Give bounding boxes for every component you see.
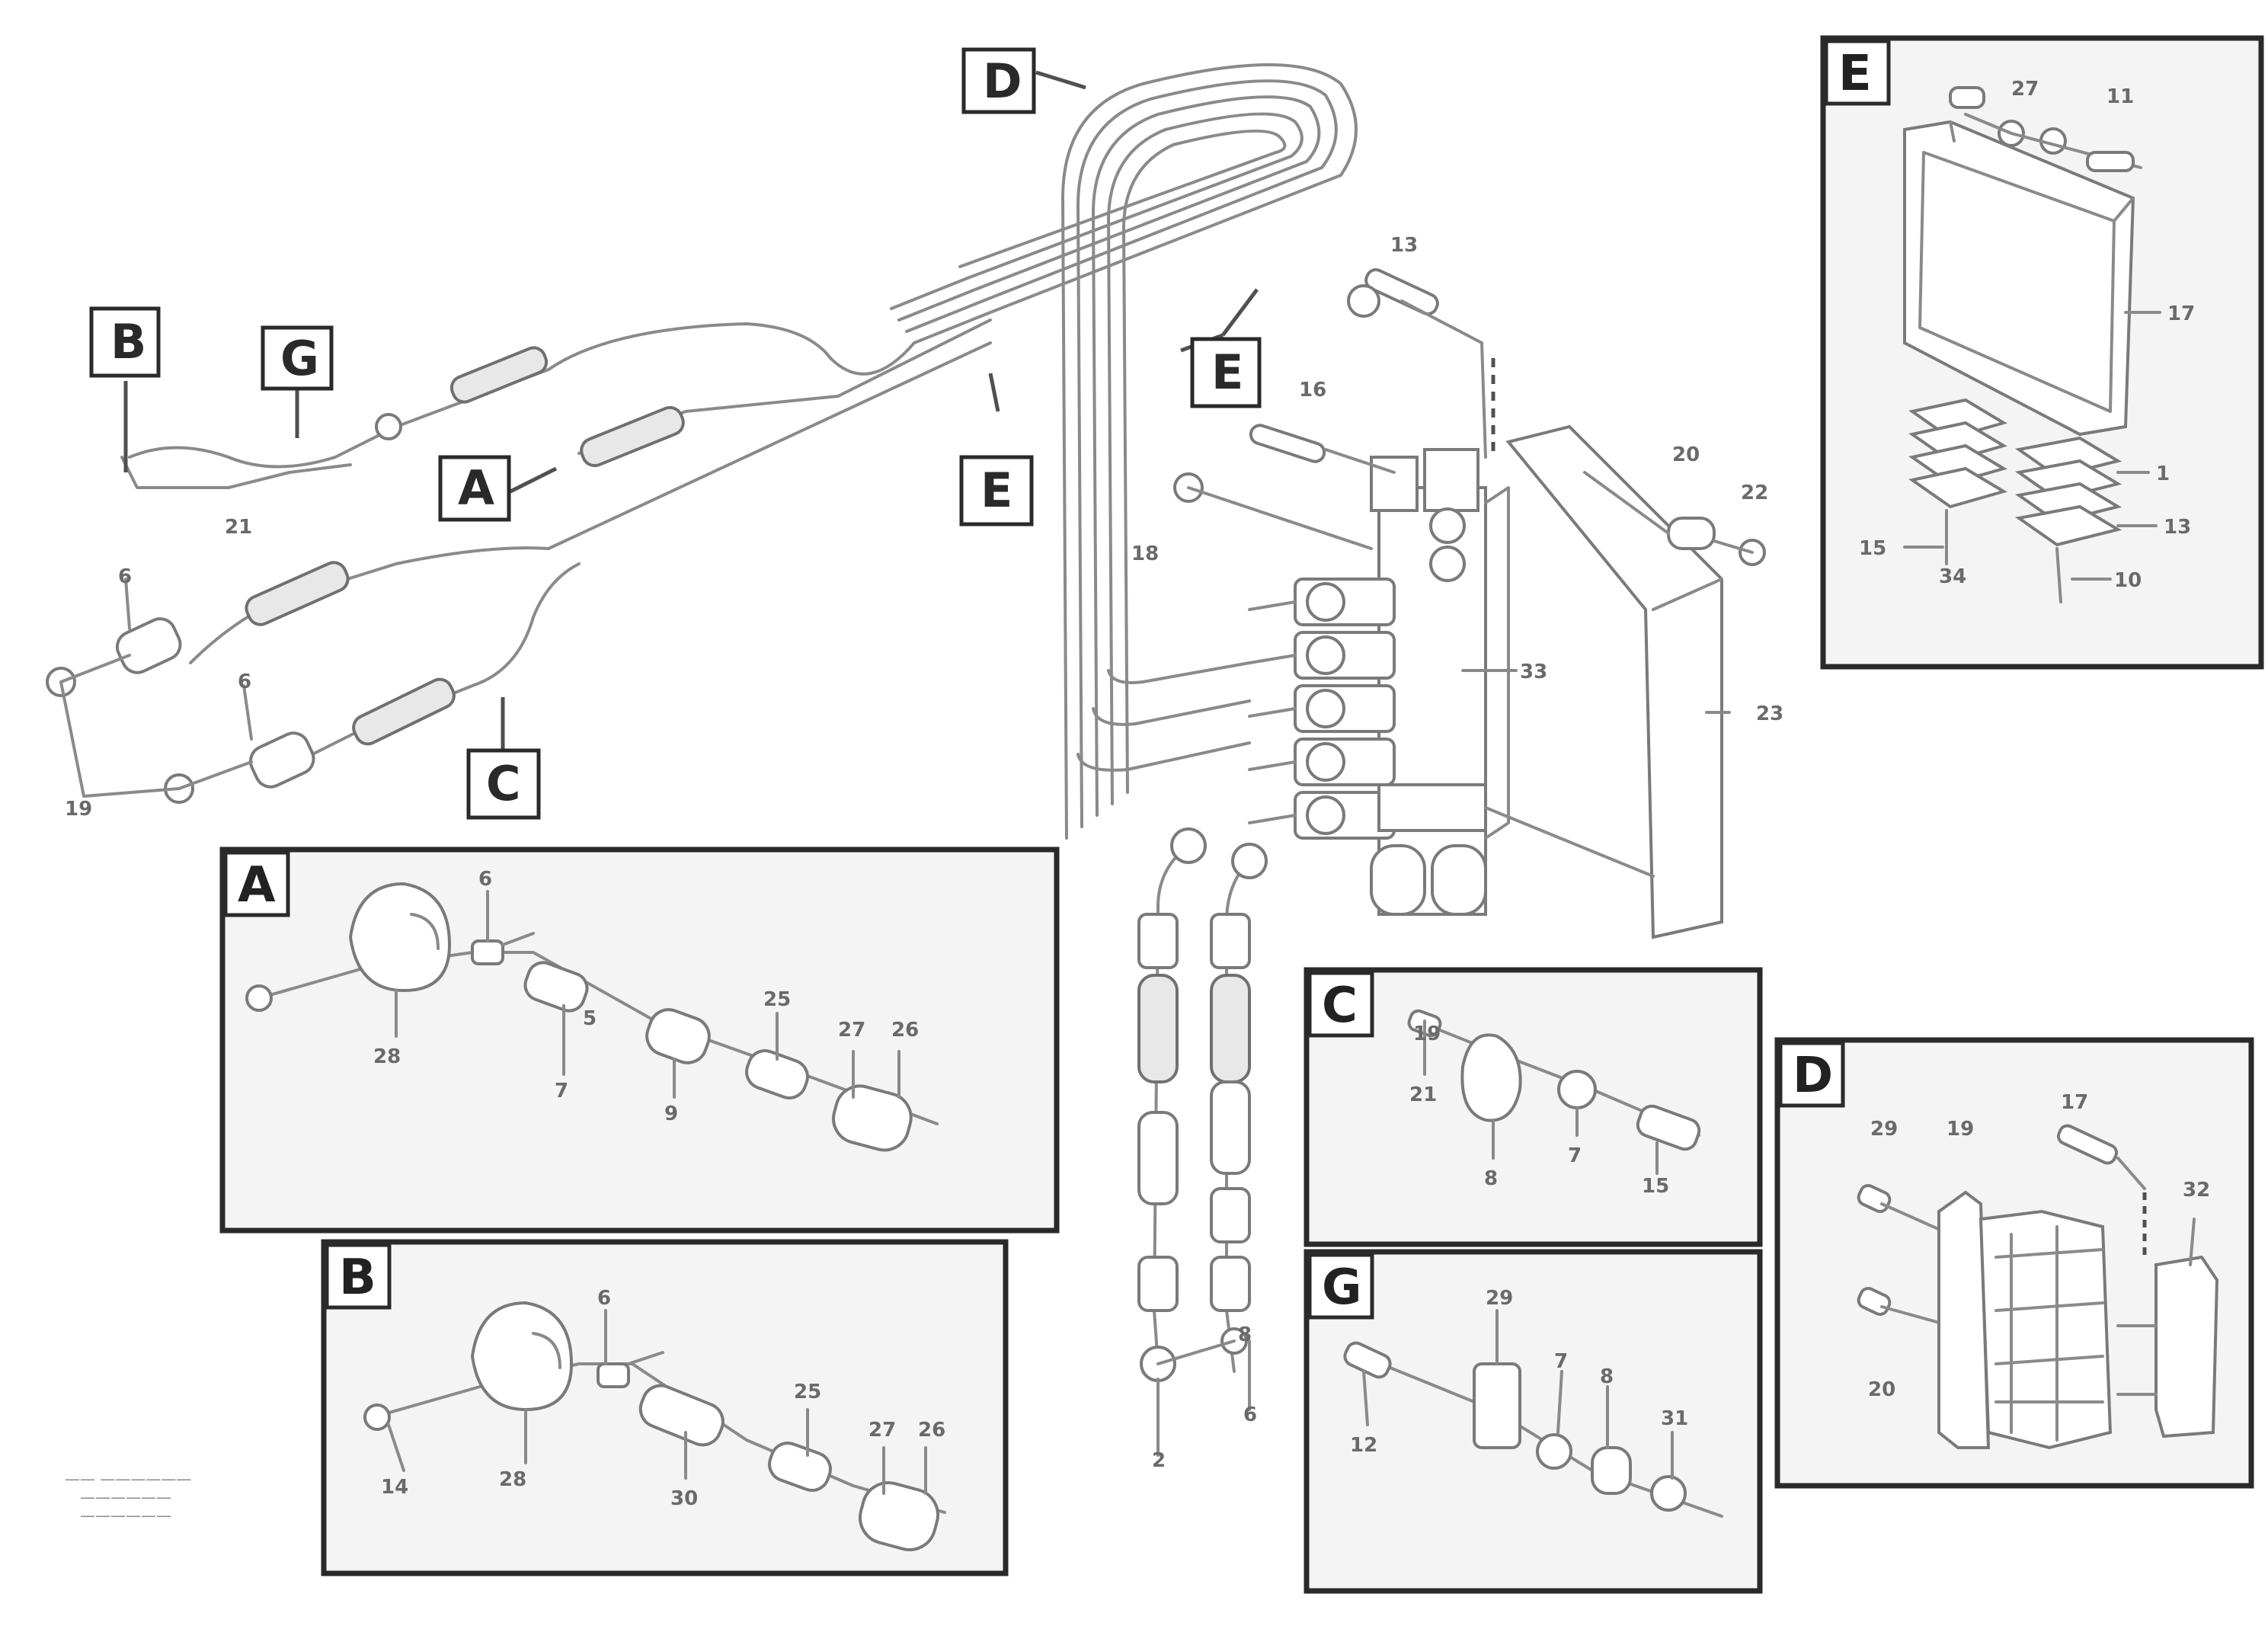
part-number: 17 xyxy=(2167,302,2195,325)
part-number: 1 xyxy=(2156,462,2170,485)
part-number: 33 xyxy=(1520,661,1547,683)
main-part-numbers: 21 6 6 19 13 16 18 20 22 33 23 2 8 6 xyxy=(65,234,1783,1472)
part-number: 25 xyxy=(794,1381,821,1403)
callout-B: B xyxy=(89,306,161,378)
part-number: 2 xyxy=(1152,1449,1166,1472)
part-number: 27 xyxy=(2011,78,2039,101)
callout-D: D xyxy=(961,47,1036,114)
part-number: 21 xyxy=(1409,1083,1437,1106)
part-number: 29 xyxy=(1486,1287,1513,1310)
detail-panel-E: E 27 11 17 1 13 15 34 10 xyxy=(1820,35,2264,670)
part-number: 8 xyxy=(1238,1323,1252,1346)
part-number: 32 xyxy=(2183,1179,2210,1202)
panel-label: E xyxy=(1838,46,1872,102)
panel-label: A xyxy=(238,857,276,914)
part-number: 5 xyxy=(583,1007,597,1030)
part-number: 18 xyxy=(1131,542,1159,565)
hose-bundle xyxy=(890,63,1358,840)
detail-panel-A: A 6 28 5 7 9 25 27 26 xyxy=(219,847,1060,1234)
part-number: 9 xyxy=(664,1103,678,1125)
callout-label: D xyxy=(983,53,1022,109)
panel-label: D xyxy=(1793,1048,1833,1104)
part-number: 8 xyxy=(1600,1365,1614,1388)
part-number: 13 xyxy=(2164,516,2191,539)
callout-label: G xyxy=(280,331,319,386)
callout-label: A xyxy=(458,460,494,516)
reference-code: —— —————— —————— —————— xyxy=(65,1470,191,1525)
part-number: 28 xyxy=(499,1468,526,1491)
stacked-plates-left xyxy=(1908,398,2007,509)
main-assembly: 21 6 6 19 13 16 18 20 22 33 23 2 8 6 D B… xyxy=(46,47,2131,1525)
callout-E-upper: E xyxy=(1190,337,1262,408)
part-number: 7 xyxy=(555,1080,568,1103)
part-number: 12 xyxy=(1350,1434,1377,1457)
part-number: 15 xyxy=(1642,1175,1669,1198)
part-number: 26 xyxy=(891,1019,919,1042)
part-number: 11 xyxy=(2106,85,2134,108)
part-number: 17 xyxy=(2061,1091,2088,1114)
callout-G: G xyxy=(261,325,334,391)
part-number: 14 xyxy=(381,1476,408,1499)
panel-label: G xyxy=(1322,1259,1362,1316)
part-number: 6 xyxy=(478,868,492,891)
part-number: 22 xyxy=(1741,482,1768,504)
part-number: 29 xyxy=(1870,1118,1898,1141)
part-number: 19 xyxy=(65,798,92,821)
reference-line: —————— xyxy=(80,1506,171,1525)
part-number: 27 xyxy=(868,1419,896,1442)
part-number: 6 xyxy=(238,670,251,693)
detail-panel-G: G 29 12 7 8 31 xyxy=(1304,1249,1763,1594)
callout-E-lower: E xyxy=(959,455,1034,526)
reference-line: —————— xyxy=(80,1488,171,1506)
part-number: 34 xyxy=(1939,565,1966,588)
callout-A: A xyxy=(438,455,511,522)
callout-label: C xyxy=(486,756,521,811)
part-number: 20 xyxy=(1868,1378,1895,1401)
reference-line: —— —————— xyxy=(65,1470,191,1488)
part-number: 25 xyxy=(763,988,791,1011)
callout-label: B xyxy=(110,314,146,370)
panel-label: C xyxy=(1322,978,1358,1034)
part-number: 10 xyxy=(2114,569,2142,592)
part-number: 6 xyxy=(597,1287,611,1310)
part-number: 30 xyxy=(670,1487,698,1510)
part-number: 6 xyxy=(1243,1403,1257,1426)
part-number: 27 xyxy=(838,1019,865,1042)
callout-label: E xyxy=(1211,344,1243,400)
part-number: 31 xyxy=(1661,1407,1688,1430)
part-number: 15 xyxy=(1859,537,1886,560)
detail-panel-C: C 19 21 8 7 15 xyxy=(1304,967,1763,1247)
part-number: 16 xyxy=(1299,379,1326,402)
valve-sections xyxy=(1248,578,1396,840)
part-number: 20 xyxy=(1672,443,1700,466)
callout-C: C xyxy=(466,748,541,820)
panel-label: B xyxy=(339,1250,376,1306)
part-number: 13 xyxy=(1390,234,1418,257)
left-hoses xyxy=(46,318,992,804)
lower-hoses xyxy=(1137,827,1268,1457)
stacked-plates-right xyxy=(2014,436,2122,547)
callout-label: E xyxy=(980,462,1012,518)
part-number: 7 xyxy=(1554,1350,1568,1373)
detail-panel-B: B 6 14 28 30 25 27 26 xyxy=(321,1239,1009,1576)
part-number: 19 xyxy=(1413,1023,1441,1045)
part-number: 6 xyxy=(118,565,132,588)
part-number: 23 xyxy=(1756,702,1783,725)
part-number: 8 xyxy=(1484,1167,1498,1190)
part-number: 28 xyxy=(373,1045,401,1068)
part-number: 19 xyxy=(1947,1118,1974,1141)
detail-panel-D: D 29 19 17 32 20 xyxy=(1774,1037,2254,1489)
part-number: 21 xyxy=(225,516,252,539)
part-number: 26 xyxy=(918,1419,945,1442)
part-number: 7 xyxy=(1568,1144,1582,1167)
valve-block xyxy=(1173,268,1766,939)
